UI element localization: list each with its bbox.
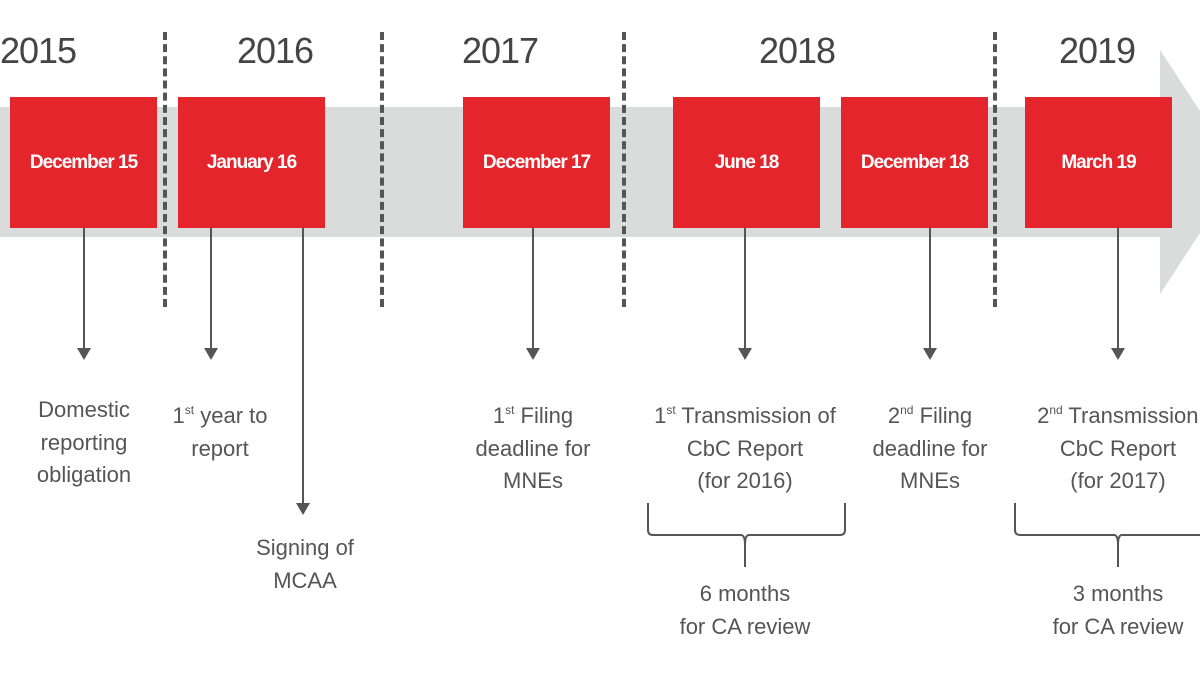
arrow-down-icon bbox=[738, 228, 752, 360]
date-box: January 16 bbox=[178, 97, 325, 228]
text-line: Signing of bbox=[256, 535, 354, 560]
text-line: deadline for bbox=[872, 435, 988, 461]
event-description: Signing of MCAA bbox=[256, 532, 354, 597]
event-description: 1st year to report bbox=[173, 394, 268, 465]
year-label: 2019 bbox=[1058, 30, 1136, 71]
year-label: 2018 bbox=[758, 30, 836, 71]
text-line: 3 months bbox=[1072, 581, 1164, 606]
event-description: 1st Filing deadline for MNEs bbox=[476, 394, 591, 498]
arrow-down-icon bbox=[77, 228, 91, 360]
text-line: MNEs bbox=[900, 468, 960, 493]
year-divider bbox=[622, 32, 626, 307]
arrow-down-icon bbox=[296, 228, 310, 515]
date-box: December 17 bbox=[463, 97, 610, 228]
review-period: 3 months for CA review bbox=[1053, 578, 1184, 643]
text-line: report bbox=[191, 435, 249, 461]
event-description: 1st Transmission of CbC Report (for 2016… bbox=[654, 394, 836, 498]
year-divider bbox=[380, 32, 384, 307]
review-period: 6 months for CA review bbox=[680, 578, 811, 643]
year-divider bbox=[993, 32, 997, 307]
text-line: 2nd Transmission of bbox=[1037, 403, 1200, 428]
event-description: Domestic reporting obligation bbox=[37, 394, 131, 492]
text-line: for CA review bbox=[1052, 613, 1184, 639]
text-line: deadline for bbox=[475, 435, 591, 461]
text-line: 6 months bbox=[699, 581, 791, 606]
year-label: 2016 bbox=[236, 30, 314, 71]
text-line: reporting bbox=[40, 429, 128, 455]
year-divider bbox=[163, 32, 167, 307]
text-line: obligation bbox=[36, 462, 132, 487]
year-label: 2015 bbox=[0, 30, 77, 71]
text-line: 2nd Filing bbox=[887, 403, 973, 428]
text-line: CbC Report bbox=[1059, 435, 1177, 461]
brace-6-months bbox=[647, 503, 846, 567]
text-line: 1st Filing bbox=[492, 403, 574, 428]
event-description: 2nd Transmission of CbC Report (for 2017… bbox=[1037, 394, 1200, 498]
year-label: 2017 bbox=[461, 30, 539, 71]
date-box: December 15 bbox=[10, 97, 157, 228]
arrow-down-icon bbox=[923, 228, 937, 360]
text-line: (for 2016) bbox=[697, 468, 793, 493]
date-box: December 18 bbox=[841, 97, 988, 228]
arrow-down-icon bbox=[526, 228, 540, 360]
text-line: (for 2017) bbox=[1070, 468, 1166, 493]
text-line: 1st Transmission of bbox=[654, 403, 836, 428]
text-line: 1st year to bbox=[172, 403, 268, 428]
text-line: for CA review bbox=[679, 613, 811, 639]
date-box: June 18 bbox=[673, 97, 820, 228]
date-box: March 19 bbox=[1025, 97, 1172, 228]
text-line: Domestic bbox=[38, 397, 130, 422]
text-line: MCAA bbox=[273, 567, 337, 593]
brace-3-months bbox=[1014, 503, 1200, 567]
event-description: 2nd Filing deadline for MNEs bbox=[873, 394, 988, 498]
arrow-down-icon bbox=[1111, 228, 1125, 360]
text-line: CbC Report bbox=[686, 435, 804, 461]
text-line: MNEs bbox=[503, 468, 563, 493]
arrow-down-icon bbox=[204, 228, 218, 360]
